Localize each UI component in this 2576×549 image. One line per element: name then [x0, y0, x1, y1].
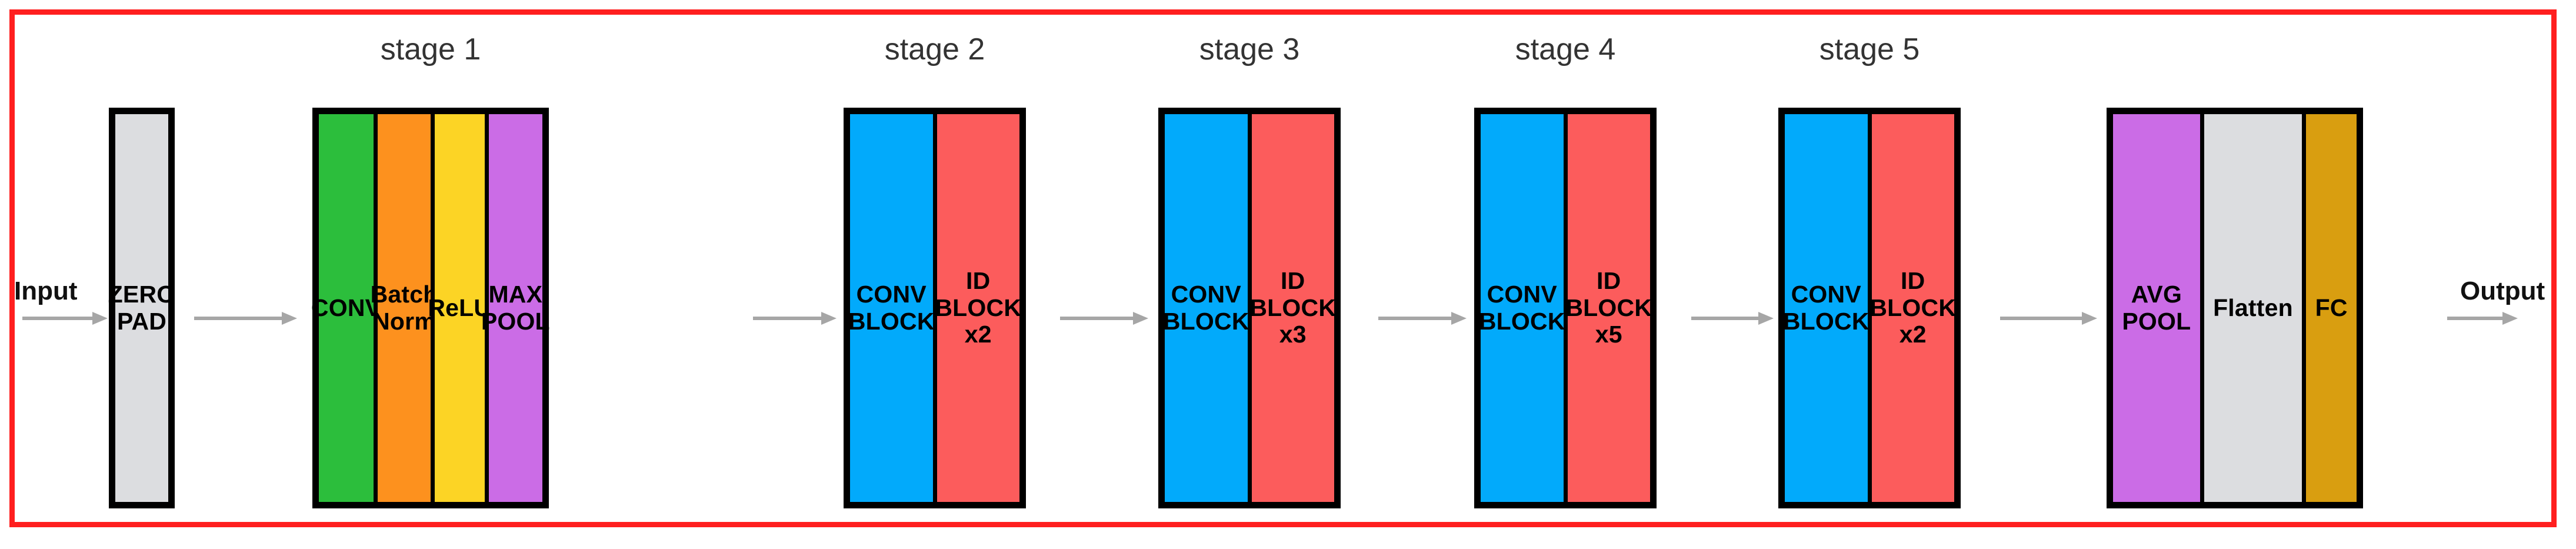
stage-caption-4: stage 4	[1515, 32, 1616, 66]
block-fc[interactable]: FC	[2306, 114, 2357, 502]
block-label: ID BLOCK x2	[1869, 267, 1957, 348]
block-zero-pad[interactable]: ZERO PAD	[108, 114, 175, 502]
arrow-zeropad-stage1	[194, 312, 297, 325]
block-label: CONV	[311, 294, 382, 321]
arrow-glyph	[753, 312, 837, 325]
arrow-input	[22, 312, 108, 325]
block-label: Flatten	[2213, 294, 2293, 321]
block-id-block-x5[interactable]: ID BLOCK x5	[1565, 114, 1652, 502]
block-conv-block[interactable]: CONV BLOCK	[1478, 114, 1565, 502]
arrow-stage5-head	[2000, 312, 2097, 325]
block-id-block-x2[interactable]: ID BLOCK x2	[1869, 114, 1957, 502]
block-conv-block[interactable]: CONV BLOCK	[1162, 114, 1249, 502]
block-avg-pool[interactable]: AVG POOL	[2113, 114, 2200, 502]
arrow-stage3-stage4	[1378, 312, 1467, 325]
stage-caption-1: stage 1	[380, 32, 481, 66]
block-label: ZERO PAD	[108, 280, 176, 335]
block-label: Batch Norm	[370, 280, 438, 335]
arrow-stage2-stage3	[1060, 312, 1148, 325]
block-label: FC	[2315, 294, 2348, 321]
stage-caption-5: stage 5	[1819, 32, 1920, 66]
block-id-block-x3[interactable]: ID BLOCK x3	[1249, 114, 1337, 502]
block-label: ReLU	[428, 294, 492, 321]
block-group-zero-pad: ZERO PAD	[108, 108, 175, 508]
output-label: Output	[2460, 277, 2545, 305]
arrow-glyph	[1378, 312, 1467, 325]
arrow-stage4-stage5	[1691, 312, 1774, 325]
block-id-block-x2[interactable]: ID BLOCK x2	[935, 114, 1022, 502]
block-group-head: AVG POOL Flatten FC	[2107, 108, 2363, 508]
arrow-glyph	[22, 312, 108, 325]
block-label: CONV BLOCK	[1782, 280, 1869, 335]
block-label: CONV BLOCK	[848, 280, 935, 335]
block-label: ID BLOCK x2	[935, 267, 1022, 348]
arrow-glyph	[1060, 312, 1148, 325]
input-label: Input	[14, 277, 78, 305]
block-batch-norm[interactable]: Batch Norm	[371, 114, 438, 502]
arrow-output	[2447, 312, 2518, 325]
block-conv-block[interactable]: CONV BLOCK	[1782, 114, 1869, 502]
arrow-glyph	[194, 312, 297, 325]
block-conv-block[interactable]: CONV BLOCK	[848, 114, 935, 502]
block-label: AVG POOL	[2122, 280, 2191, 335]
block-label: CONV BLOCK	[1162, 280, 1249, 335]
block-label: ID BLOCK x3	[1249, 267, 1337, 348]
block-relu[interactable]: ReLU	[428, 114, 491, 502]
block-label: CONV BLOCK	[1478, 280, 1565, 335]
stage-caption-2: stage 2	[884, 32, 985, 66]
arrow-stage1-stage2	[753, 312, 837, 325]
block-conv[interactable]: CONV	[311, 114, 381, 502]
block-max-pool[interactable]: MAX POOL	[481, 114, 550, 502]
arrow-glyph	[2000, 312, 2097, 325]
arrow-glyph	[2447, 312, 2518, 325]
arrow-glyph	[1691, 312, 1774, 325]
block-label: MAX POOL	[481, 280, 550, 335]
block-flatten[interactable]: Flatten	[2204, 114, 2302, 502]
stage-caption-3: stage 3	[1199, 32, 1300, 66]
block-label: ID BLOCK x5	[1565, 267, 1652, 348]
